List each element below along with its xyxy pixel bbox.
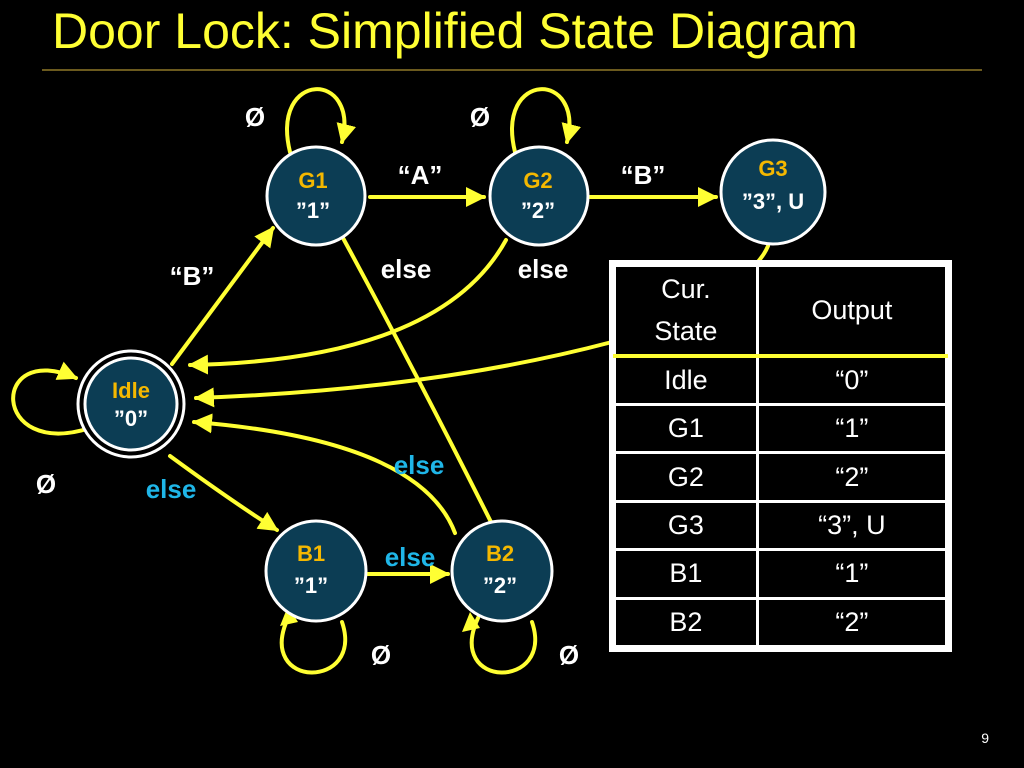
table-row: G2 “2” (613, 451, 949, 503)
header-current-state: Cur. State (613, 264, 759, 358)
state-g2-output: ”2” (521, 198, 555, 223)
self-loop-b2-arrowhead (462, 612, 480, 632)
state-b1-output: ”1” (294, 573, 328, 598)
label-b1-b2: else (385, 542, 436, 572)
title-divider (42, 69, 982, 71)
edge-idle-b1 (168, 454, 279, 532)
header-cur-line2: State (654, 316, 718, 347)
label-g1-b2: else (381, 254, 432, 284)
output-table: Cur. State Output Idle “0” G1 “1” G2 “2”… (609, 260, 952, 652)
cell-state: Idle (613, 353, 759, 407)
table-row: B2 “2” (613, 596, 949, 649)
label-g1-g2: “A” (398, 160, 443, 190)
self-loop-idle (11, 361, 92, 436)
state-g3-name: G3 (758, 156, 787, 181)
self-loop-label-g1: Ø (245, 102, 265, 132)
state-idle-name: Idle (112, 378, 150, 403)
cell-output: “2” (755, 451, 949, 503)
state-idle-output: ”0” (114, 406, 148, 431)
cell-state: G1 (613, 403, 759, 455)
slide-title: Door Lock: Simplified State Diagram (52, 3, 858, 59)
table-row: Idle “0” (613, 353, 949, 407)
page-number: 9 (981, 730, 989, 746)
cell-state: B1 (613, 548, 759, 600)
header-cur-line1: Cur. (661, 274, 711, 305)
cell-output: “1” (755, 403, 949, 455)
self-loop-g1 (285, 87, 357, 154)
state-b2: B2 ”2” (450, 519, 554, 623)
table-row: G1 “1” (613, 403, 949, 455)
cell-state: B2 (613, 596, 759, 649)
self-loop-g2 (510, 87, 582, 154)
table-row: B1 “1” (613, 548, 949, 600)
label-b2-idle: else (394, 450, 445, 480)
edge-g2-idle (188, 238, 508, 375)
state-g1: G1 ”1” (265, 145, 367, 247)
self-loop-label-b1: Ø (371, 640, 391, 670)
cell-state: G2 (613, 451, 759, 503)
edge-b2-idle (192, 413, 457, 535)
state-g3-output: ”3”, U (742, 189, 804, 214)
state-g2-name: G2 (523, 168, 552, 193)
label-idle-g1: “B” (170, 261, 215, 291)
self-loop-b1-arrowhead (280, 606, 298, 626)
self-loop-label-idle: Ø (36, 469, 56, 499)
state-b1-name: B1 (297, 541, 325, 566)
cell-output: “3”, U (755, 499, 949, 552)
cell-output: “0” (755, 353, 949, 407)
table-row: G3 “3”, U (613, 499, 949, 552)
label-g2-g3: “B” (621, 160, 666, 190)
self-loop-label-g2: Ø (470, 102, 490, 132)
state-b2-name: B2 (486, 541, 514, 566)
state-b2-output: ”2” (483, 573, 517, 598)
label-g2-idle: else (518, 254, 569, 284)
state-g2: G2 ”2” (488, 145, 590, 247)
cell-state: G3 (613, 499, 759, 552)
state-idle: Idle ”0” (76, 349, 186, 459)
label-idle-b1: else (146, 474, 197, 504)
cell-output: “1” (755, 548, 949, 600)
state-g1-output: ”1” (296, 198, 330, 223)
edge-idle-g1 (170, 226, 275, 366)
cell-output: “2” (755, 596, 949, 649)
self-loop-b1 (279, 616, 348, 675)
edge-g1-b2 (341, 236, 502, 542)
state-g3: G3 ”3”, U (719, 138, 827, 246)
self-loop-label-b2: Ø (559, 640, 579, 670)
state-g1-name: G1 (298, 168, 327, 193)
state-b1: B1 ”1” (264, 519, 368, 623)
header-output: Output (755, 264, 949, 358)
self-loop-b2 (469, 616, 538, 675)
